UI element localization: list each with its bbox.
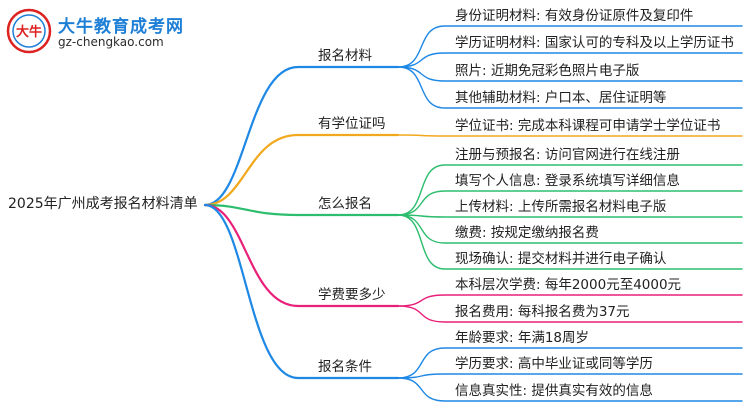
leaf-node: 学历证明材料: 国家认可的专科及以上学历证书 <box>455 35 734 51</box>
leaf-node: 现场确认: 提交材料并进行电子确认 <box>455 251 667 267</box>
branch-node: 报名条件 <box>318 359 372 375</box>
site-logo[interactable]: 大牛 大牛教育成考网 gz-chengkao.com <box>6 8 183 54</box>
logo-badge-text: 大牛 <box>16 24 42 40</box>
leaf-node: 报名费用: 每科报名费为37元 <box>455 304 630 320</box>
logo-badge-icon: 大牛 <box>6 8 52 54</box>
leaf-node: 学位证书: 完成本科课程可申请学士学位证书 <box>455 118 721 134</box>
leaf-node: 其他辅助材料: 户口本、居住证明等 <box>455 90 667 106</box>
leaf-connector <box>397 294 743 307</box>
branch-node: 学费要多少 <box>318 287 386 303</box>
leaf-node: 缴费: 按规定缴纳报名费 <box>455 225 599 241</box>
leaf-connector <box>397 214 743 218</box>
leaf-node: 年龄要求: 年满18周岁 <box>455 330 590 346</box>
branch-node: 有学位证吗 <box>318 116 386 132</box>
logo-title: 大牛教育成考网 <box>58 17 184 37</box>
leaf-connector <box>397 66 743 109</box>
leaf-connector <box>397 52 743 68</box>
branch-node: 报名材料 <box>318 48 372 64</box>
leaf-connector <box>397 164 743 216</box>
leaf-connector <box>397 214 743 244</box>
leaf-node: 本科层次学费: 每年2000元至4000元 <box>455 277 682 293</box>
leaf-node: 学历要求: 高中毕业证或同等学历 <box>455 356 653 372</box>
branch-connector <box>203 65 400 207</box>
root-node: 2025年广州成考报名材料清单 <box>8 196 198 212</box>
leaf-node: 填写个人信息: 登录系统填写详细信息 <box>455 173 680 189</box>
branch-connector <box>203 203 400 217</box>
leaf-connector <box>397 373 743 379</box>
branch-node: 怎么报名 <box>318 196 372 212</box>
logo-url: gz-chengkao.com <box>58 35 164 49</box>
leaf-node: 照片: 近期免冠彩色照片电子版 <box>455 63 640 79</box>
leaf-node: 身份证明材料: 有效身份证原件及复印件 <box>455 8 694 24</box>
leaf-connector <box>397 134 743 137</box>
leaf-connector <box>397 305 743 323</box>
leaf-connector <box>397 347 743 379</box>
leaf-connector <box>397 25 743 68</box>
leaf-connector <box>397 214 743 270</box>
branch-connector <box>203 133 400 207</box>
leaf-node: 注册与预报名: 访问官网进行在线注册 <box>455 147 680 163</box>
leaf-connector <box>397 66 743 82</box>
leaf-node: 上传材料: 上传所需报名材料电子版 <box>455 199 667 215</box>
leaf-connector <box>397 377 743 402</box>
leaf-connector <box>397 190 743 216</box>
branch-connector <box>203 203 400 308</box>
branch-connector <box>203 203 400 380</box>
leaf-node: 信息真实性: 提供真实有效的信息 <box>455 383 653 399</box>
